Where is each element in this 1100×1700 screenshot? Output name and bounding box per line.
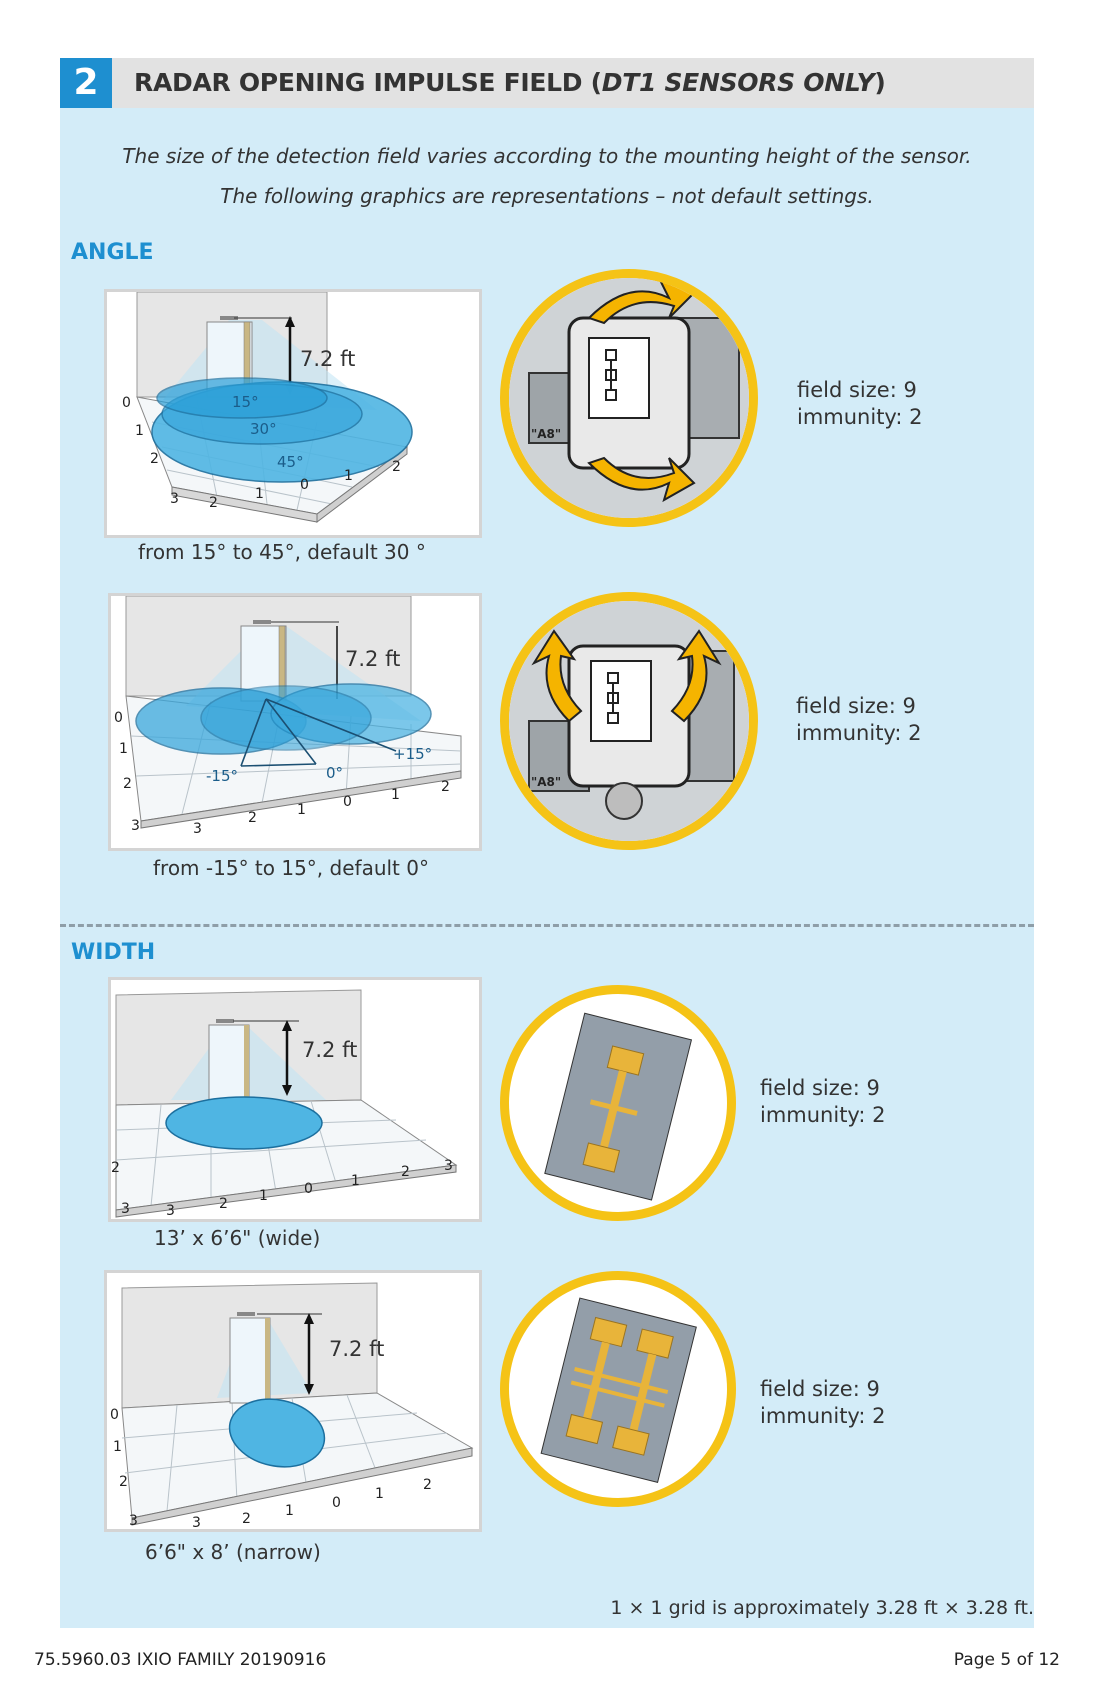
x-tick: 0 [300,477,309,493]
y-tick: 2 [111,1160,120,1176]
angle-label-0: 0° [326,764,343,782]
y-tick: 1 [119,741,128,757]
x-tick: 1 [351,1173,360,1189]
x-tick: 2 [401,1164,410,1180]
mounting-height-label: 7.2 ft [345,647,400,671]
y-tick: 3 [170,491,179,507]
x-tick: 1 [391,787,400,803]
dip-switch-wide-callout [500,985,736,1221]
y-tick: 2 [119,1474,128,1490]
x-tick: 1 [255,486,264,502]
angle-label-30: 30° [250,420,277,438]
immunity-value: immunity: 2 [760,1404,886,1428]
immunity-value: immunity: 2 [760,1103,886,1127]
x-tick: 2 [209,495,218,511]
field-size-value: field size: 9 [796,694,916,718]
y-tick: 1 [113,1439,122,1455]
x-tick: 3 [193,821,202,837]
knob-label: "A8" [531,775,561,789]
angle-tilt-diagram: 7.2 ft 15° 30° 45° 0 1 2 3 2 1 0 1 2 [104,289,482,538]
x-tick: 2 [392,459,401,475]
width-narrow-caption: 6’6" x 8’ (narrow) [145,1540,321,1564]
mounting-height-label: 7.2 ft [300,347,355,371]
field-settings: field size: 9 immunity: 2 [797,377,922,431]
dip-switch-narrow-callout [500,1271,736,1507]
x-tick: 0 [332,1495,341,1511]
x-tick: 3 [192,1515,201,1529]
width-wide-diagram: 7.2 ft 2 3 3 2 1 0 1 2 3 [108,977,482,1222]
section-title-emphasis: DT1 SENSORS ONLY [601,68,875,97]
angle-label-15: 15° [232,393,259,411]
y-tick: 3 [131,818,140,834]
intro-line-1: The size of the detection field varies a… [122,144,972,168]
x-tick: 2 [441,779,450,795]
field-settings: field size: 9 immunity: 2 [796,693,921,747]
document-id: 75.5960.03 IXIO FAMILY 20190916 [34,1650,327,1670]
field-size-value: field size: 9 [760,1076,880,1100]
mounting-height-label: 7.2 ft [302,1038,357,1062]
width-narrow-diagram: 7.2 ft 0 1 2 3 3 2 1 0 1 2 [104,1270,482,1532]
angle-section-label: ANGLE [71,240,154,265]
x-tick: 1 [344,468,353,484]
angle-label-45: 45° [277,453,304,471]
section-title-main: RADAR OPENING IMPULSE FIELD ( [134,68,602,97]
width-wide-caption: 13’ x 6’6" (wide) [154,1226,321,1250]
section-header-bar [60,58,1034,108]
x-tick: 2 [248,810,257,826]
y-tick: 2 [150,451,159,467]
field-size-value: field size: 9 [760,1377,880,1401]
field-settings: field size: 9 immunity: 2 [760,1376,885,1430]
sensor-tilt-adjust-callout: "A8" [500,269,758,527]
intro-line-2: The following graphics are representatio… [220,184,874,208]
angle-label-plus15: +15° [393,745,432,763]
section-title: RADAR OPENING IMPULSE FIELD (DT1 SENSORS… [134,58,886,108]
immunity-value: immunity: 2 [797,405,923,429]
y-tick: 2 [123,776,132,792]
section-title-end: ) [874,68,886,97]
angle-lateral-diagram: 7.2 ft -15° 0° +15° 0 1 2 3 3 2 1 0 1 2 [108,593,482,851]
x-tick: 3 [166,1203,175,1219]
x-tick: 1 [259,1188,268,1204]
y-tick: 0 [122,395,131,411]
x-tick: 0 [304,1181,313,1197]
y-tick: 3 [129,1513,138,1529]
y-tick: 0 [114,710,123,726]
angle-tilt-caption: from 15° to 45°, default 30 ° [138,540,426,564]
field-size-value: field size: 9 [797,378,917,402]
y-tick: 3 [121,1201,130,1217]
immunity-value: immunity: 2 [796,721,922,745]
mounting-height-label: 7.2 ft [329,1337,384,1361]
knob-label: "A8" [531,427,561,441]
x-tick: 2 [219,1196,228,1212]
y-tick: 1 [135,423,144,439]
x-tick: 3 [444,1158,453,1174]
section-number-badge: 2 [60,58,112,108]
angle-label-minus15: -15° [206,767,238,785]
sensor-lateral-adjust-callout: "A8" [500,592,758,850]
x-tick: 1 [375,1486,384,1502]
x-tick: 2 [242,1511,251,1527]
x-tick: 1 [285,1503,294,1519]
page-number: Page 5 of 12 [953,1650,1060,1670]
x-tick: 1 [297,802,306,818]
grid-scale-note: 1 × 1 grid is approximately 3.28 ft × 3.… [610,1597,1034,1619]
y-tick: 0 [110,1407,119,1423]
section-divider [60,924,1034,927]
x-tick: 0 [343,794,352,810]
field-settings: field size: 9 immunity: 2 [760,1075,885,1129]
x-tick: 2 [423,1477,432,1493]
width-section-label: WIDTH [71,940,156,965]
angle-lateral-caption: from -15° to 15°, default 0° [153,856,429,880]
